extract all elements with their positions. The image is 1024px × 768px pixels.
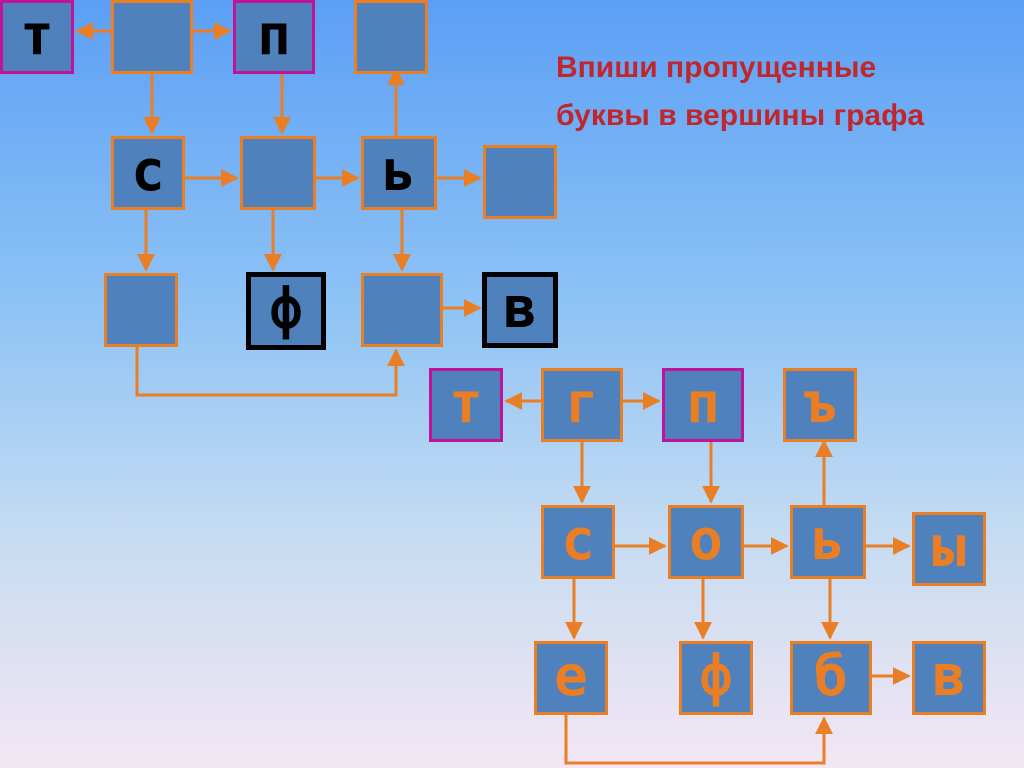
answer-node-hard[interactable]: ъ [783, 368, 857, 442]
puzzle-node-box [246, 272, 326, 350]
answer-node-box [912, 641, 986, 715]
puzzle-node-letter: ф [269, 277, 303, 342]
answer-node-v[interactable]: в [912, 641, 986, 715]
puzzle-graph: т п с ь ф в [0, 0, 558, 397]
answer-node-y[interactable]: ы [912, 512, 986, 586]
puzzle-node-letter: п [257, 3, 291, 68]
puzzle-node-box [111, 136, 185, 210]
puzzle-node-o[interactable] [240, 136, 316, 210]
puzzle-node-box [0, 0, 74, 74]
puzzle-node-v[interactable]: в [482, 272, 558, 348]
answer-node-box [541, 368, 623, 442]
puzzle-node-f[interactable]: ф [246, 272, 326, 350]
answer-node-letter: с [561, 508, 595, 573]
answer-node-letter: в [932, 644, 966, 709]
puzzle-node-box [361, 136, 437, 210]
puzzle-node-letter: т [20, 3, 54, 68]
answer-node-t[interactable]: т [429, 368, 503, 442]
puzzle-node-soft[interactable]: ь [361, 136, 437, 210]
answer-node-b[interactable]: б [790, 641, 872, 715]
puzzle-node-e[interactable] [104, 273, 178, 347]
puzzle-node-s[interactable]: с [111, 136, 185, 210]
answer-node-box [534, 641, 608, 715]
puzzle-node-box [111, 0, 193, 74]
answer-node-box [790, 641, 872, 715]
answer-node-letter: ъ [803, 371, 837, 436]
puzzle-node-box [354, 0, 428, 74]
answer-node-g[interactable]: г [541, 368, 623, 442]
task-title: Впиши пропущенные буквы в вершины графа [556, 44, 996, 140]
task-title-line-2: буквы в вершины графа [556, 99, 925, 132]
answer-graph: т г п ъ с о ь ы е ф б в [429, 368, 986, 765]
answer-node-box [783, 368, 857, 442]
answer-edge-12 [564, 715, 833, 765]
answer-node-letter: г [565, 371, 599, 436]
answer-node-p[interactable]: п [662, 368, 744, 442]
answer-node-box [790, 505, 866, 579]
answer-node-box [541, 505, 615, 579]
answer-node-box [912, 512, 986, 586]
answer-node-f[interactable]: ф [679, 641, 753, 715]
puzzle-node-box [240, 136, 316, 210]
answer-node-box [679, 641, 753, 715]
answer-node-letter: б [814, 644, 848, 709]
puzzle-node-p[interactable]: п [233, 0, 315, 74]
answer-node-letter: п [686, 371, 720, 436]
puzzle-node-box [483, 145, 557, 219]
puzzle-node-box [361, 273, 443, 347]
answer-node-letter: ь [811, 508, 845, 573]
answer-node-box [429, 368, 503, 442]
puzzle-node-letter: в [503, 276, 537, 341]
answer-node-box [662, 368, 744, 442]
puzzle-node-letter: ь [382, 139, 416, 204]
puzzle-node-letter: с [131, 139, 165, 204]
puzzle-node-y[interactable] [483, 145, 557, 219]
answer-node-o[interactable]: о [668, 505, 744, 579]
puzzle-node-hard[interactable] [354, 0, 428, 74]
answer-node-letter: ф [699, 644, 733, 709]
task-title-line-1: Впиши пропущенные [556, 51, 877, 84]
answer-node-s[interactable]: с [541, 505, 615, 579]
puzzle-node-box [482, 272, 558, 348]
puzzle-node-box [104, 273, 178, 347]
puzzle-edge-12 [135, 347, 405, 397]
puzzle-node-t[interactable]: т [0, 0, 74, 74]
answer-node-letter: о [689, 508, 723, 573]
puzzle-node-box [233, 0, 315, 74]
answer-node-letter: ы [932, 515, 966, 580]
puzzle-node-g[interactable] [111, 0, 193, 74]
answer-node-e[interactable]: е [534, 641, 608, 715]
puzzle-node-b[interactable] [361, 273, 443, 347]
answer-node-letter: е [554, 644, 588, 709]
answer-node-soft[interactable]: ь [790, 505, 866, 579]
answer-node-box [668, 505, 744, 579]
answer-node-letter: т [449, 371, 483, 436]
